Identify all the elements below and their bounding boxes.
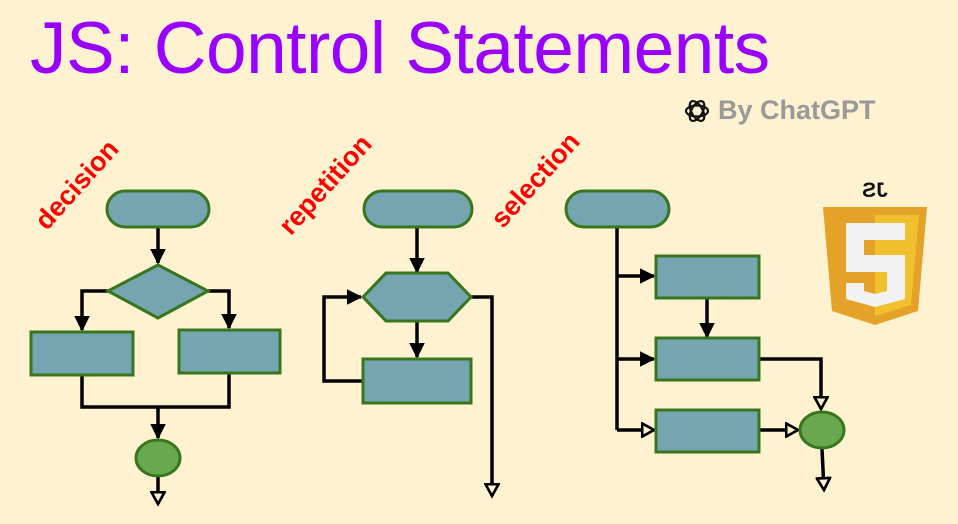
arrow [822,448,824,490]
end-connector [798,410,846,450]
flowchart-decision [29,189,282,504]
loop-condition-hexagon [360,271,474,323]
loop-body-process [361,357,473,405]
shield-glyph [846,223,905,307]
start-terminal [105,189,211,229]
arrow [74,289,108,332]
flowchart-selection [564,189,846,490]
branch-process-right [177,328,282,375]
start-terminal [362,189,474,229]
branch-process-left [29,330,135,377]
javascript-shield-logo: JS [823,179,927,325]
loop-back-arrow [322,289,363,383]
page-title: JS: Control Statements [30,8,770,89]
arrow [208,289,237,330]
case-process-3 [654,408,761,454]
end-connector [134,438,182,478]
connector-line [80,373,231,409]
exit-arrow [471,295,492,496]
credit-text: By ChatGPT [718,95,876,125]
credit: By ChatGPT [682,95,876,126]
arrow [759,357,821,409]
openai-logo-icon [684,99,710,122]
start-terminal [564,189,671,229]
flowchart-repetition [322,189,492,496]
logo-js-text: JS [862,179,888,202]
decision-diamond [104,263,212,320]
case-process-2 [654,336,761,382]
case-process-1 [654,254,761,300]
